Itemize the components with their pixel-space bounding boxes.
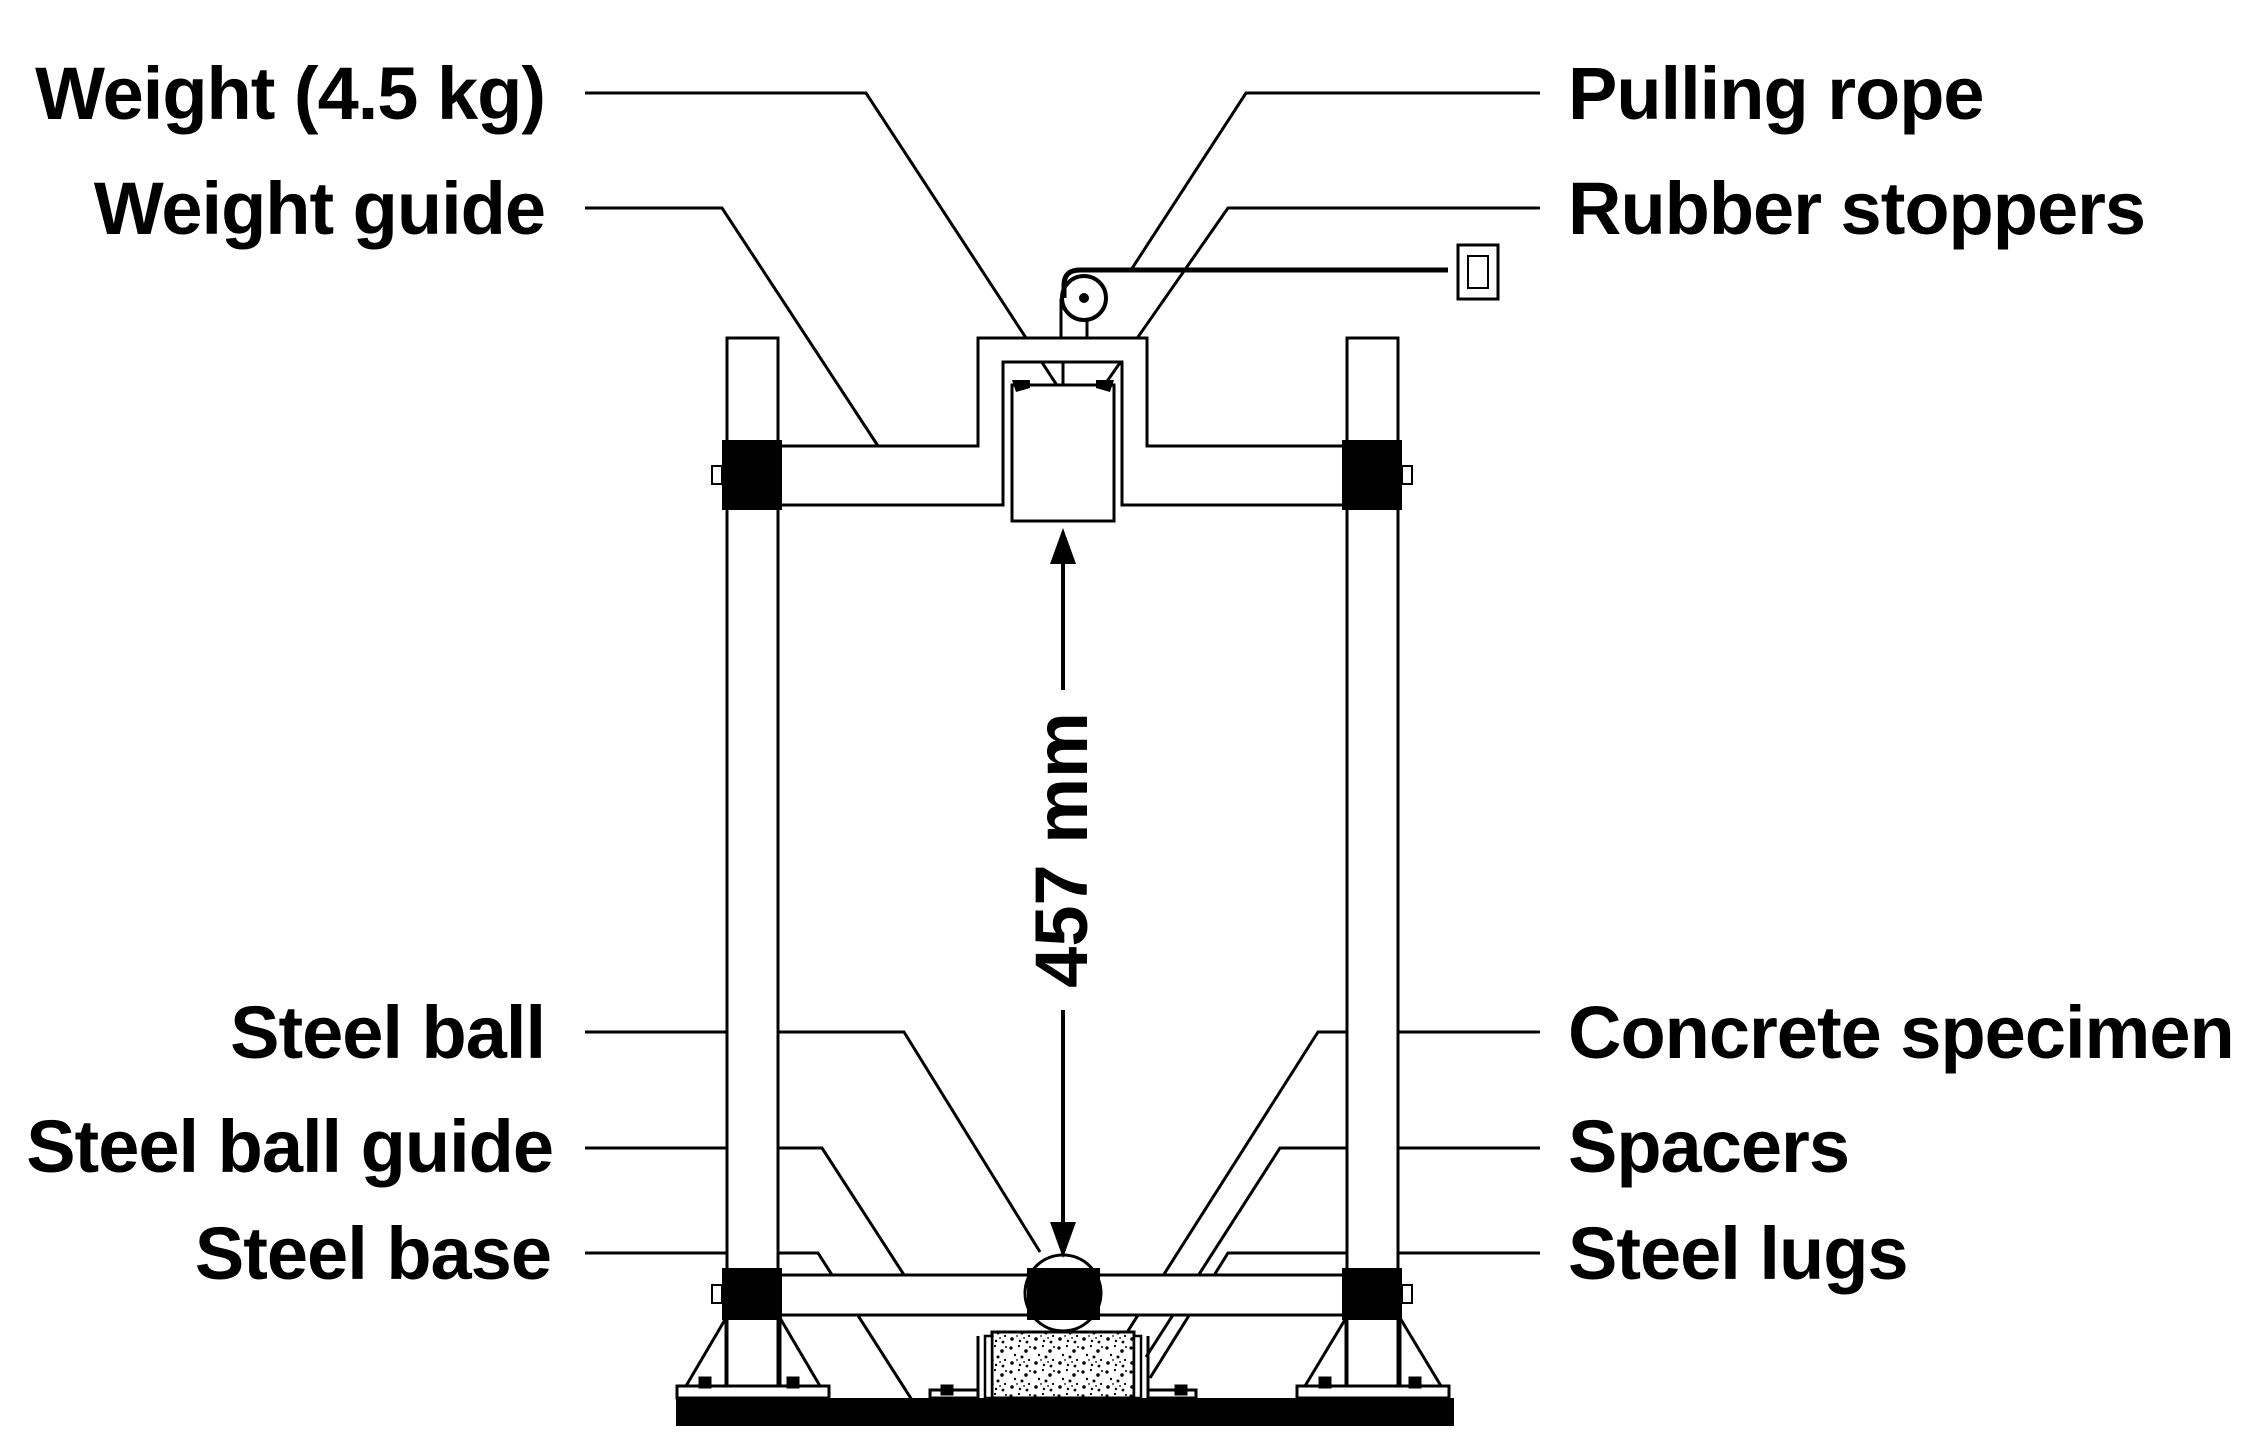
leader-weight <box>585 91 1062 391</box>
drop-height-label: 457 mm <box>1020 712 1103 988</box>
weight-block <box>1010 383 1116 523</box>
pulling-rope <box>1061 267 1448 298</box>
left-post <box>725 336 780 1388</box>
leader-steel-lugs <box>1148 1251 1540 1379</box>
steel-ball-holder <box>1027 1268 1100 1320</box>
leader-concrete-specimen <box>1124 1030 1540 1335</box>
label-weight: Weight (4.5 kg) <box>35 52 546 135</box>
label-steel-ball-guide: Steel ball guide <box>26 1105 554 1188</box>
steel-base-plate <box>676 1398 1454 1426</box>
leader-steel-ball-guide <box>585 1146 908 1279</box>
label-concrete-specimen: Concrete specimen <box>1568 991 2235 1074</box>
leader-pulling-rope <box>1129 91 1540 271</box>
dimension-arrow-up <box>1050 528 1076 564</box>
label-spacers: Spacers <box>1568 1105 1850 1188</box>
leader-steel-ball <box>585 1030 1042 1253</box>
spacers <box>983 1334 1143 1400</box>
leader-weight-guide <box>585 206 882 450</box>
leader-steel-base <box>585 1251 914 1401</box>
label-steel-base: Steel base <box>194 1212 552 1295</box>
rubber-stoppers <box>1012 380 1114 392</box>
label-pulling-rope: Pulling rope <box>1568 52 1985 135</box>
rope-handle <box>1456 243 1500 301</box>
bottom-clamps <box>711 1268 1413 1320</box>
top-clamps <box>711 440 1413 510</box>
label-steel-ball: Steel ball <box>230 991 546 1074</box>
right-post <box>1345 336 1400 1388</box>
steel-lugs <box>928 1336 1198 1400</box>
label-weight-guide: Weight guide <box>93 167 546 250</box>
dimension-arrow-down <box>1050 1222 1076 1258</box>
pulley <box>1059 274 1108 340</box>
leader-lines <box>585 91 1540 1401</box>
label-rubber-stoppers: Rubber stoppers <box>1568 167 2146 250</box>
drop-height-dimension: 457 mm <box>1020 528 1103 1258</box>
label-steel-lugs: Steel lugs <box>1568 1212 1909 1295</box>
leader-rubber-stoppers <box>1099 206 1540 391</box>
concrete-specimen <box>990 1330 1136 1400</box>
